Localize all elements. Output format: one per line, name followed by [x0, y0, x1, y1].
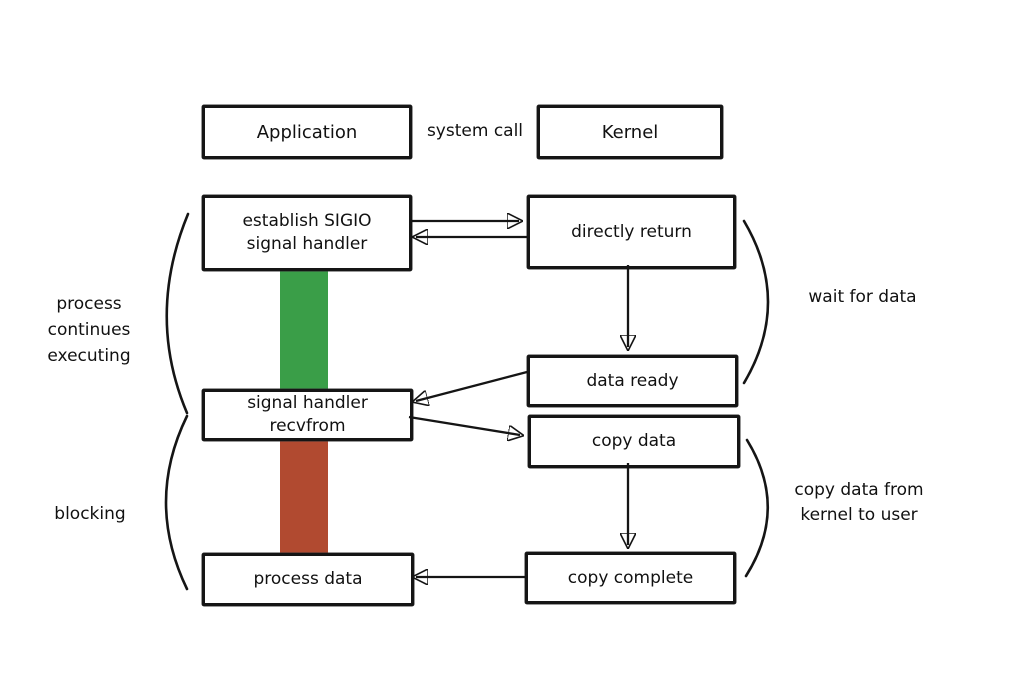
arrow-deliver-sigio-signal	[416, 370, 528, 401]
arrow-recvfrom-to-copy-data	[408, 415, 520, 435]
kernel-header-box: Kernel	[537, 105, 723, 159]
blocking-label: blocking	[54, 504, 126, 524]
copy-data-kernel-to-user-label: copy data from kernel to user	[794, 480, 924, 525]
brace-process-continues-executing	[165, 212, 190, 415]
application-header-box: Application	[202, 105, 412, 159]
wait-for-data-label: wait for data	[808, 287, 917, 307]
brace-copy-data-kernel-to-user	[744, 438, 769, 578]
copy-complete-box: copy complete	[525, 552, 736, 604]
process-executing-bar	[280, 264, 328, 390]
brace-wait-for-data	[742, 219, 770, 385]
blocking-bar	[280, 434, 328, 554]
process-continues-executing-label: process continues executing	[47, 294, 131, 366]
signal-handler-recvfrom-box: signal handler recvfrom	[202, 389, 413, 441]
directly-return-box: directly return	[527, 195, 736, 269]
process-data-box: process data	[202, 553, 414, 606]
copy-data-box: copy data	[528, 415, 740, 468]
data-ready-box: data ready	[527, 355, 738, 407]
system-call-label: system call	[426, 121, 524, 141]
brace-blocking	[164, 414, 189, 591]
establish-sigio-handler-box: establish SIGIO signal handler	[202, 195, 412, 271]
